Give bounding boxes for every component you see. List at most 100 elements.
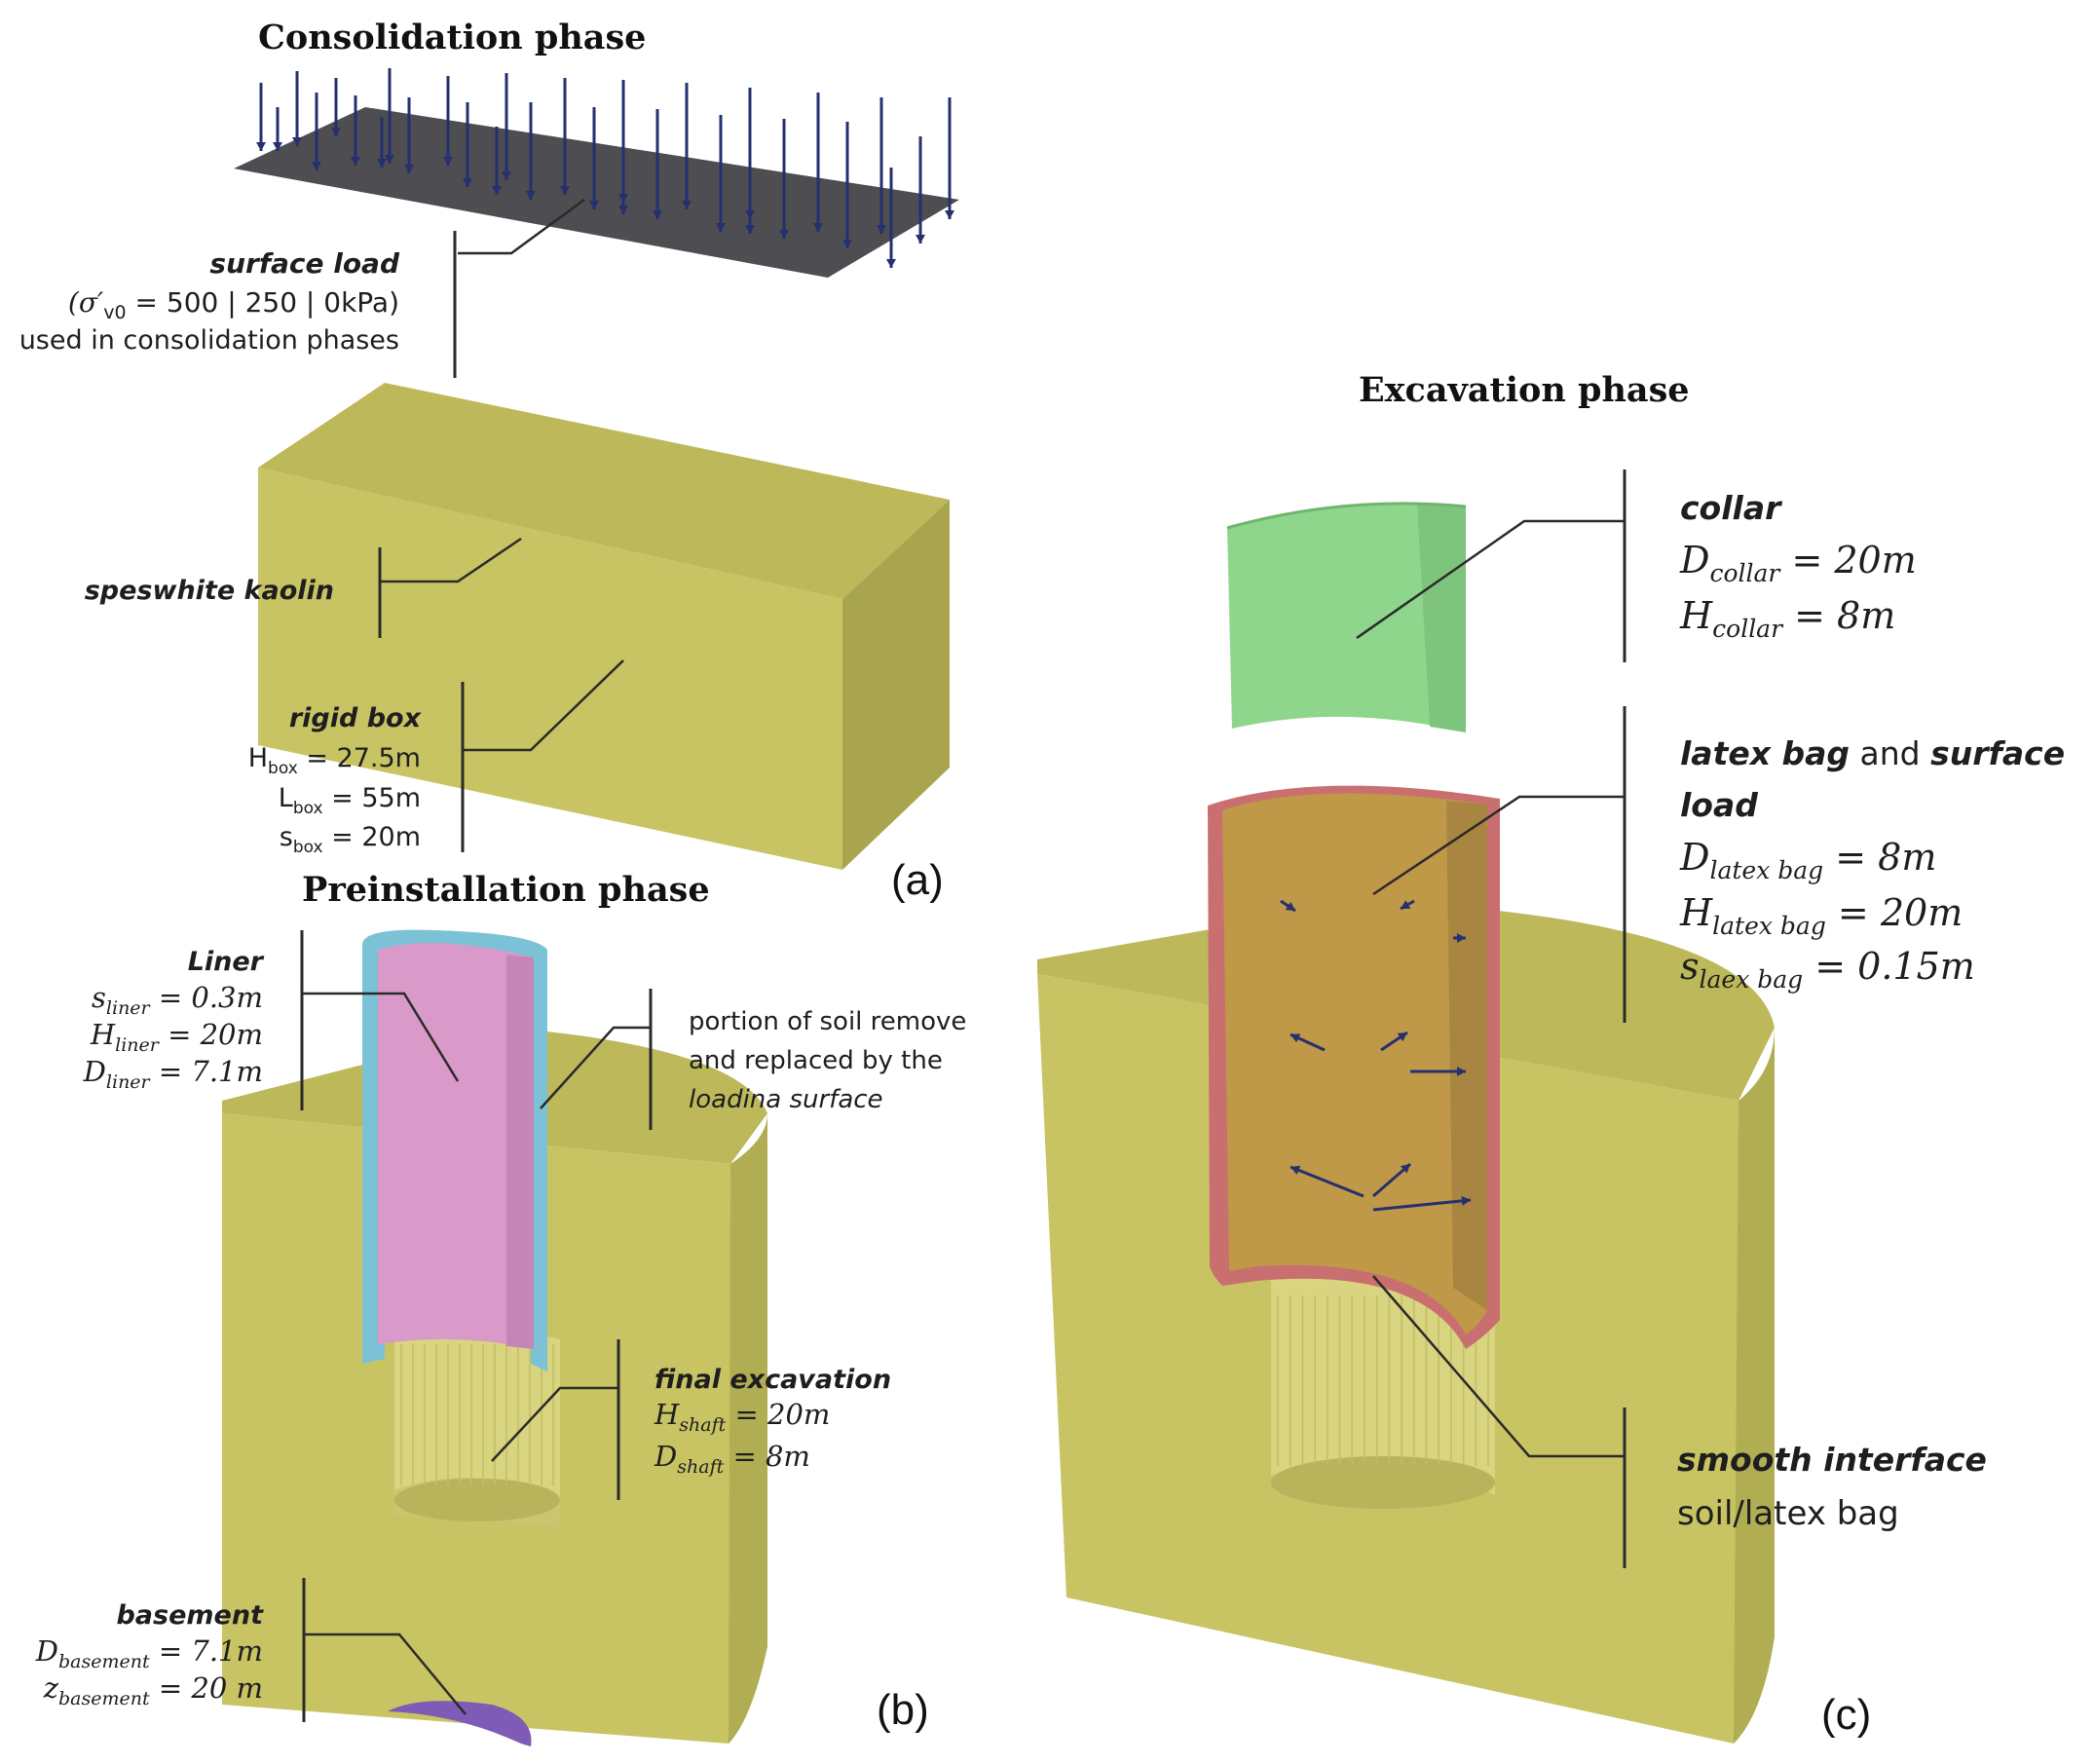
rigid-box-h: Hbox = 27.5m: [248, 743, 421, 778]
latex-bag: [1208, 785, 1500, 1349]
bag-arrow-4: [1380, 1031, 1408, 1052]
collar-shell: [1227, 503, 1466, 732]
liner-d: Dliner = 7.1m: [83, 1055, 263, 1093]
rigid-box-title: rigid box: [289, 703, 423, 733]
final-excavation-title: final excavation: [654, 1365, 891, 1395]
latex-bag-s: slaex bag = 0.15m: [1680, 945, 1975, 994]
collar-leader: [1356, 469, 1627, 662]
shaft-bottom-c: [1271, 1456, 1495, 1509]
load-arrows-group: [256, 68, 954, 268]
interface-title: smooth interface: [1677, 1441, 1987, 1479]
liner-leader: [300, 930, 460, 1110]
collar-d: Dcollar = 20m: [1679, 539, 1917, 587]
load-arrow-1-2: [404, 97, 414, 173]
bag-arrow-6: [1290, 1165, 1365, 1198]
kaolin-leader: [378, 537, 522, 638]
load-arrow-2-5: [886, 168, 896, 268]
load-arrow-1-3: [463, 102, 472, 187]
load-arrow-0-5: [502, 73, 511, 180]
bag-arrow-5: [1410, 1067, 1466, 1076]
surface-load-leader: [453, 198, 585, 378]
bag-arrow-2: [1453, 933, 1466, 943]
soil-block-c-curve-side: [1734, 1028, 1775, 1744]
load-arrow-0-8: [682, 83, 692, 209]
load-arrow-1-1: [351, 95, 360, 166]
final-excavation-d: Dshaft = 8m: [654, 1440, 810, 1478]
bag-pressure-arrows: [1280, 899, 1472, 1212]
load-arrow-2-1: [377, 117, 387, 168]
rigid-box-top: [258, 383, 950, 599]
shaft-bottom-b: [394, 1479, 560, 1521]
final-excavation-leader: [491, 1339, 620, 1500]
load-arrow-2-2: [492, 127, 502, 195]
panel-a-letter: (a): [891, 856, 944, 904]
panel-c-heading: Excavation phase: [1359, 370, 1690, 410]
load-arrow-0-12: [945, 97, 954, 219]
load-arrow-0-6: [560, 78, 570, 195]
rigid-box-front: [258, 468, 842, 870]
rigid-box: [258, 383, 950, 870]
panel-b-letter: (b): [877, 1686, 929, 1734]
portion-leader: [540, 989, 653, 1130]
load-arrow-1-9: [842, 122, 852, 248]
panel-c: Excavation phase collar: [1037, 370, 2065, 1744]
collar-rim: [1226, 502, 1467, 530]
portion-note-line1: portion of soil remove: [689, 1007, 966, 1036]
surface-load-formula: (σ′v0 = 500 | 250 | 0kPa): [68, 286, 399, 323]
shaft-wall-lines: [400, 1344, 554, 1485]
final-excavation-h: Hshaft = 20m: [654, 1398, 830, 1436]
liner-h: Hliner = 20m: [90, 1018, 263, 1056]
liner-s: sliner = 0.3m: [92, 981, 263, 1019]
rigid-box-s: sbox = 20m: [280, 822, 421, 857]
load-arrow-1-4: [526, 102, 536, 200]
bag-arrow-3: [1290, 1032, 1326, 1052]
basement-title: basement: [116, 1600, 264, 1631]
basement-leader: [302, 1578, 467, 1722]
latex-bag-inner: [1222, 793, 1487, 1334]
latex-bag-d: Dlatex bag = 8m: [1679, 836, 1936, 884]
surface-load-plate: [234, 107, 959, 278]
basement-d: Dbasement = 7.1m: [35, 1634, 263, 1672]
bag-arrow-8: [1372, 1195, 1472, 1212]
collar-title: collar: [1680, 489, 1782, 527]
load-arrow-1-0: [312, 93, 321, 170]
panel-a-heading: Consolidation phase: [258, 18, 646, 57]
kaolin-label: speswhite kaolin: [85, 576, 334, 606]
load-arrow-1-5: [589, 107, 599, 209]
soil-block-b-curve-side: [729, 1113, 767, 1744]
panel-b: Preinstallation phase Liner sliner = 0.3…: [35, 870, 966, 1746]
basement-disc: [388, 1701, 532, 1746]
surface-load-caption: used in consolidation phases: [19, 325, 399, 356]
portion-note-line3: loadina surface: [689, 1085, 883, 1114]
portion-note-line2: and replaced by the: [689, 1046, 943, 1075]
latex-bag-title: latex bag and surface: [1680, 734, 2065, 772]
load-arrow-1-8: [779, 119, 789, 239]
liner-inner-shade: [506, 955, 534, 1349]
latex-bag-leader: [1372, 706, 1627, 1023]
bag-arrow-1: [1400, 899, 1415, 911]
latex-bag-h: Hlatex bag = 20m: [1679, 891, 1963, 940]
load-arrow-1-10: [916, 136, 925, 244]
liner-inner: [378, 943, 534, 1349]
shaft-wall-lines-c: [1277, 1295, 1489, 1466]
rigid-box-side: [842, 500, 950, 870]
load-arrow-2-0: [273, 107, 282, 151]
panel-c-letter: (c): [1821, 1691, 1871, 1739]
load-arrow-0-4: [443, 76, 453, 166]
load-arrow-2-3: [618, 127, 628, 214]
collar-shade: [1417, 503, 1466, 732]
liner-title: Liner: [188, 947, 265, 977]
liner-cylinder: [362, 929, 547, 1371]
bag-arrow-0: [1280, 899, 1296, 913]
rigid-box-l: Lbox = 55m: [279, 783, 421, 818]
load-arrow-2-4: [745, 136, 755, 234]
basement-z: zbasement = 20 m: [43, 1671, 263, 1709]
load-arrow-0-11: [877, 97, 886, 234]
collar: [1226, 502, 1467, 732]
interface-leader: [1372, 1275, 1627, 1568]
panel-b-heading: Preinstallation phase: [302, 870, 710, 910]
rigid-box-leader: [461, 659, 624, 852]
load-arrow-0-10: [813, 93, 823, 232]
load-arrow-0-1: [292, 71, 302, 146]
